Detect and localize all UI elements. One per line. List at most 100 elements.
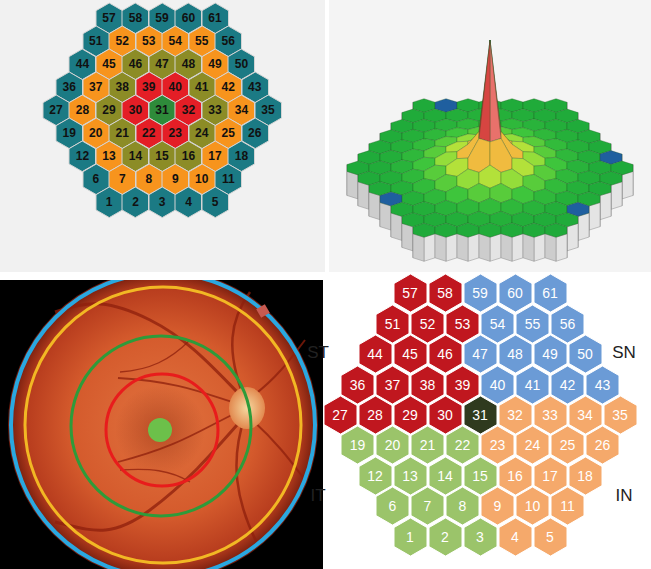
hex-cell: 3 bbox=[149, 187, 176, 218]
cell-number: 26 bbox=[248, 127, 261, 139]
hex-cell: 58 bbox=[429, 274, 462, 312]
quadrant-label: SN bbox=[612, 344, 636, 361]
hex-outline bbox=[394, 335, 427, 373]
cell-number: 7 bbox=[424, 499, 432, 513]
plot-side-wall bbox=[347, 171, 358, 198]
hex-outline bbox=[411, 487, 444, 525]
hex-outline bbox=[499, 518, 532, 556]
cell-number: 30 bbox=[129, 104, 142, 116]
cell-number: 47 bbox=[155, 58, 168, 70]
hex-cell: 10 bbox=[516, 487, 549, 525]
hex-cell: 45 bbox=[394, 335, 427, 373]
cell-number: 3 bbox=[476, 530, 484, 544]
cell-number: 13 bbox=[102, 150, 115, 162]
cell-number: 25 bbox=[560, 438, 576, 452]
hex-outline bbox=[499, 457, 532, 495]
cell-number: 26 bbox=[595, 438, 611, 452]
hex-cell: 11 bbox=[551, 487, 584, 525]
plot-hex-face bbox=[523, 223, 545, 237]
hex-cell: 18 bbox=[569, 457, 602, 495]
cell-number: 34 bbox=[235, 104, 248, 116]
hex-cell: 2 bbox=[122, 187, 149, 218]
hex-outline bbox=[446, 305, 479, 343]
cell-number: 8 bbox=[145, 173, 152, 185]
cell-number: 32 bbox=[182, 104, 195, 116]
hex-outline bbox=[149, 187, 176, 218]
hex-outline bbox=[551, 487, 584, 525]
cell-number: 22 bbox=[455, 438, 471, 452]
hex-cell: 12 bbox=[359, 457, 392, 495]
hex-cell: 25 bbox=[551, 426, 584, 464]
cell-number: 51 bbox=[89, 35, 102, 47]
quadrant-label: IN bbox=[616, 487, 633, 504]
hex-cell: 5 bbox=[534, 518, 567, 556]
hex-outline bbox=[464, 457, 497, 495]
cell-number: 9 bbox=[494, 499, 502, 513]
cell-number: 24 bbox=[195, 127, 208, 139]
hex-cell: 52 bbox=[411, 305, 444, 343]
hex-outline bbox=[446, 487, 479, 525]
hex-cell: 61 bbox=[534, 274, 567, 312]
cell-number: 13 bbox=[402, 469, 418, 483]
hex-cell: 43 bbox=[586, 366, 619, 404]
hex-cell: 28 bbox=[359, 396, 392, 434]
hex-outline bbox=[376, 305, 409, 343]
cell-number: 48 bbox=[182, 58, 195, 70]
hex-cell: 51 bbox=[376, 305, 409, 343]
cell-number: 57 bbox=[402, 286, 418, 300]
plot-side-wall bbox=[501, 234, 512, 262]
cell-number: 36 bbox=[350, 378, 366, 392]
hex-cell: 5 bbox=[202, 187, 229, 218]
plot-side-wall bbox=[468, 234, 479, 262]
hex-outline bbox=[446, 426, 479, 464]
cell-number: 15 bbox=[472, 469, 488, 483]
yellow-ring bbox=[25, 287, 301, 563]
hex-outline bbox=[464, 335, 497, 373]
hex-cell: 2 bbox=[429, 518, 462, 556]
cell-number: 16 bbox=[182, 150, 195, 162]
cell-number: 40 bbox=[169, 81, 182, 93]
cell-number: 5 bbox=[212, 196, 219, 208]
cell-number: 59 bbox=[472, 286, 488, 300]
hex-outline bbox=[551, 426, 584, 464]
cell-number: 40 bbox=[490, 378, 506, 392]
hex-cell: 39 bbox=[446, 366, 479, 404]
hex-cell: 1 bbox=[96, 187, 123, 218]
cell-number: 15 bbox=[155, 150, 168, 162]
cell-number: 19 bbox=[350, 438, 366, 452]
hex-outline bbox=[411, 366, 444, 404]
hex-cell: 59 bbox=[464, 274, 497, 312]
cell-number: 51 bbox=[385, 317, 401, 331]
hex-outline bbox=[429, 335, 462, 373]
hex-cell: 57 bbox=[394, 274, 427, 312]
hex-outline bbox=[394, 457, 427, 495]
hex-outline bbox=[394, 518, 427, 556]
cell-number: 20 bbox=[385, 438, 401, 452]
hex-outline bbox=[359, 396, 392, 434]
hex-cell: 46 bbox=[429, 335, 462, 373]
hex-outline bbox=[376, 426, 409, 464]
hex-outline bbox=[429, 274, 462, 312]
hex-cell: 60 bbox=[499, 274, 532, 312]
macula bbox=[115, 385, 205, 475]
cell-number: 27 bbox=[332, 408, 348, 422]
hex-cell: 22 bbox=[446, 426, 479, 464]
hex-cell: 1 bbox=[394, 518, 427, 556]
hex-cell: 35 bbox=[604, 396, 637, 434]
central-dot bbox=[148, 418, 172, 442]
hex-cell: 41 bbox=[516, 366, 549, 404]
blood-vessel bbox=[236, 416, 258, 545]
hex-cell: 44 bbox=[359, 335, 392, 373]
hex-outline bbox=[324, 396, 357, 434]
cell-number: 38 bbox=[116, 81, 129, 93]
cell-number: 48 bbox=[507, 347, 523, 361]
plot-side-wall bbox=[369, 192, 380, 220]
hex-cell: 8 bbox=[446, 487, 479, 525]
cell-number: 12 bbox=[367, 469, 383, 483]
surface-plot bbox=[347, 40, 633, 261]
hex-outline bbox=[534, 457, 567, 495]
cell-number: 45 bbox=[402, 347, 418, 361]
cell-number: 22 bbox=[142, 127, 155, 139]
retina bbox=[8, 280, 318, 569]
